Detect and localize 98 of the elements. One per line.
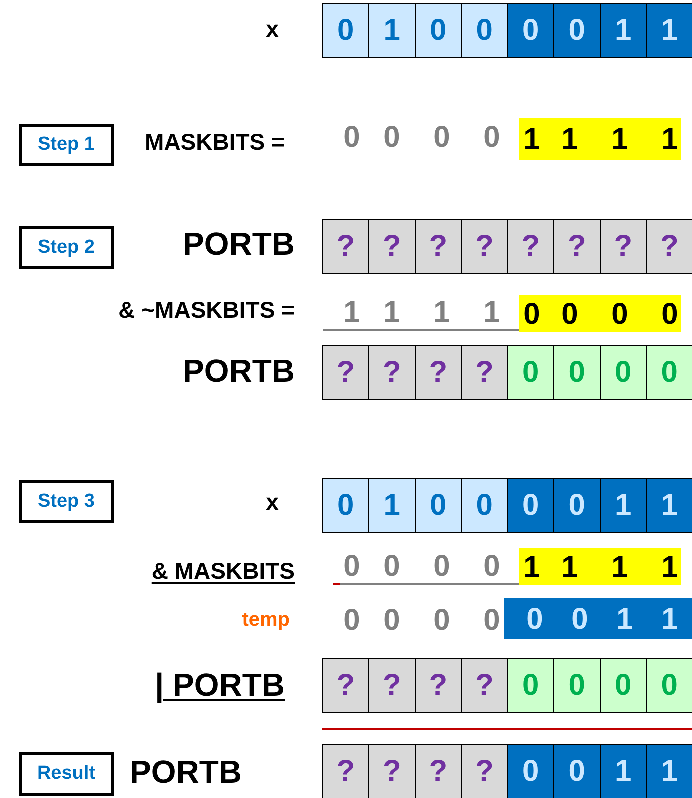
bit-cell: ? <box>322 658 370 713</box>
bit-digit: 1 <box>662 552 678 582</box>
bit-digit: 0 <box>482 549 502 585</box>
bit-cell: 0 <box>646 345 692 400</box>
bit-cell: ? <box>414 744 462 798</box>
bit-digit: 0 <box>524 300 540 330</box>
bit-cell: ? <box>414 345 462 400</box>
bit-digit: 0 <box>526 604 544 634</box>
bit-digit: 0 <box>432 120 452 156</box>
bit-digit: 0 <box>662 300 678 330</box>
bit-cell: 1 <box>600 478 648 533</box>
bit-digit: 1 <box>612 125 628 155</box>
bit-cell: 0 <box>646 658 692 713</box>
bit-digit: 0 <box>382 120 402 156</box>
variable-label: temp <box>241 608 290 632</box>
bit-digit: 1 <box>524 125 540 155</box>
register-label: PORTB <box>182 226 295 264</box>
bit-cell: ? <box>368 658 416 713</box>
bit-cell: 0 <box>322 478 370 533</box>
bit-cell: 0 <box>507 744 555 798</box>
bit-cell: 0 <box>600 345 648 400</box>
bit-cell: 0 <box>507 3 555 58</box>
bit-digit: 1 <box>662 125 678 155</box>
bit-digit: 0 <box>572 604 588 634</box>
row-label: x <box>265 16 280 44</box>
step-label-box: Step 3 <box>19 480 114 523</box>
bit-cell: 0 <box>507 658 555 713</box>
bit-cell: 1 <box>368 3 416 58</box>
bit-cell: ? <box>460 219 508 274</box>
bit-cell: ? <box>322 345 370 400</box>
bit-digit: 1 <box>562 552 578 582</box>
bit-cell: ? <box>646 219 692 274</box>
bit-digit: 1 <box>662 604 678 634</box>
register-label: PORTB <box>130 754 243 792</box>
bit-cell: ? <box>553 219 601 274</box>
bit-digit: 0 <box>482 120 502 156</box>
bit-cell: ? <box>368 744 416 798</box>
bit-cell: 0 <box>553 744 601 798</box>
bit-digit: 0 <box>382 549 402 585</box>
bit-digit: 0 <box>432 549 452 585</box>
bit-cell: ? <box>507 219 555 274</box>
bit-cell: 0 <box>460 478 508 533</box>
bit-cell: 0 <box>553 478 601 533</box>
bit-digit: 0 <box>342 603 362 639</box>
bit-cell: 1 <box>368 478 416 533</box>
row-label: & ~MASKBITS = <box>118 297 295 325</box>
bit-cell: ? <box>322 219 370 274</box>
bit-cell: ? <box>414 658 462 713</box>
bit-digit: 1 <box>616 604 634 634</box>
bit-digit: 1 <box>432 295 452 331</box>
bit-cell: 1 <box>600 3 648 58</box>
bit-cell: 1 <box>646 478 692 533</box>
bit-cell: 0 <box>553 3 601 58</box>
step-label-box: Step 1 <box>19 124 114 166</box>
step-label-box: Result <box>19 752 114 796</box>
bit-digit: 0 <box>482 603 502 639</box>
bit-digit: 1 <box>612 552 628 582</box>
row-label: & MASKBITS <box>150 558 295 586</box>
bit-cell: 0 <box>553 345 601 400</box>
bit-cell: ? <box>368 219 416 274</box>
bit-cell: 0 <box>507 478 555 533</box>
bit-digit: 0 <box>342 549 362 585</box>
bit-digit: 0 <box>432 603 452 639</box>
bit-cell: ? <box>322 744 370 798</box>
bit-cell: ? <box>460 345 508 400</box>
row-label: x <box>265 489 280 517</box>
bit-cell: ? <box>460 658 508 713</box>
step-label-box: Step 2 <box>19 226 114 269</box>
bit-digit: 0 <box>342 120 362 156</box>
bit-cell: 0 <box>600 658 648 713</box>
row-label: MASKBITS = <box>144 129 286 157</box>
highlight-band <box>519 118 681 160</box>
bit-digit: 1 <box>342 295 362 331</box>
bit-cell: 0 <box>414 478 462 533</box>
bit-cell: 0 <box>553 658 601 713</box>
bit-cell: 0 <box>414 3 462 58</box>
highlight-band <box>519 548 681 585</box>
bit-digit: 1 <box>562 125 578 155</box>
bit-cell: 1 <box>646 3 692 58</box>
register-label: | PORTB <box>154 666 285 706</box>
bit-cell: ? <box>414 219 462 274</box>
highlight-band <box>504 598 692 639</box>
highlight-band <box>519 295 681 332</box>
bit-cell: 0 <box>507 345 555 400</box>
bit-digit: 1 <box>524 552 540 582</box>
bit-digit: 0 <box>562 300 578 330</box>
bit-digit: 0 <box>612 300 628 330</box>
bit-cell: ? <box>460 744 508 798</box>
bit-cell: 0 <box>460 3 508 58</box>
register-label: PORTB <box>182 352 295 392</box>
bit-cell: ? <box>368 345 416 400</box>
bit-digit: 1 <box>382 295 402 331</box>
bit-cell: 1 <box>600 744 648 798</box>
bit-cell: 0 <box>322 3 370 58</box>
bit-digit: 0 <box>382 603 402 639</box>
bit-digit: 1 <box>482 295 502 331</box>
bit-cell: 1 <box>646 744 692 798</box>
bit-cell: ? <box>600 219 648 274</box>
